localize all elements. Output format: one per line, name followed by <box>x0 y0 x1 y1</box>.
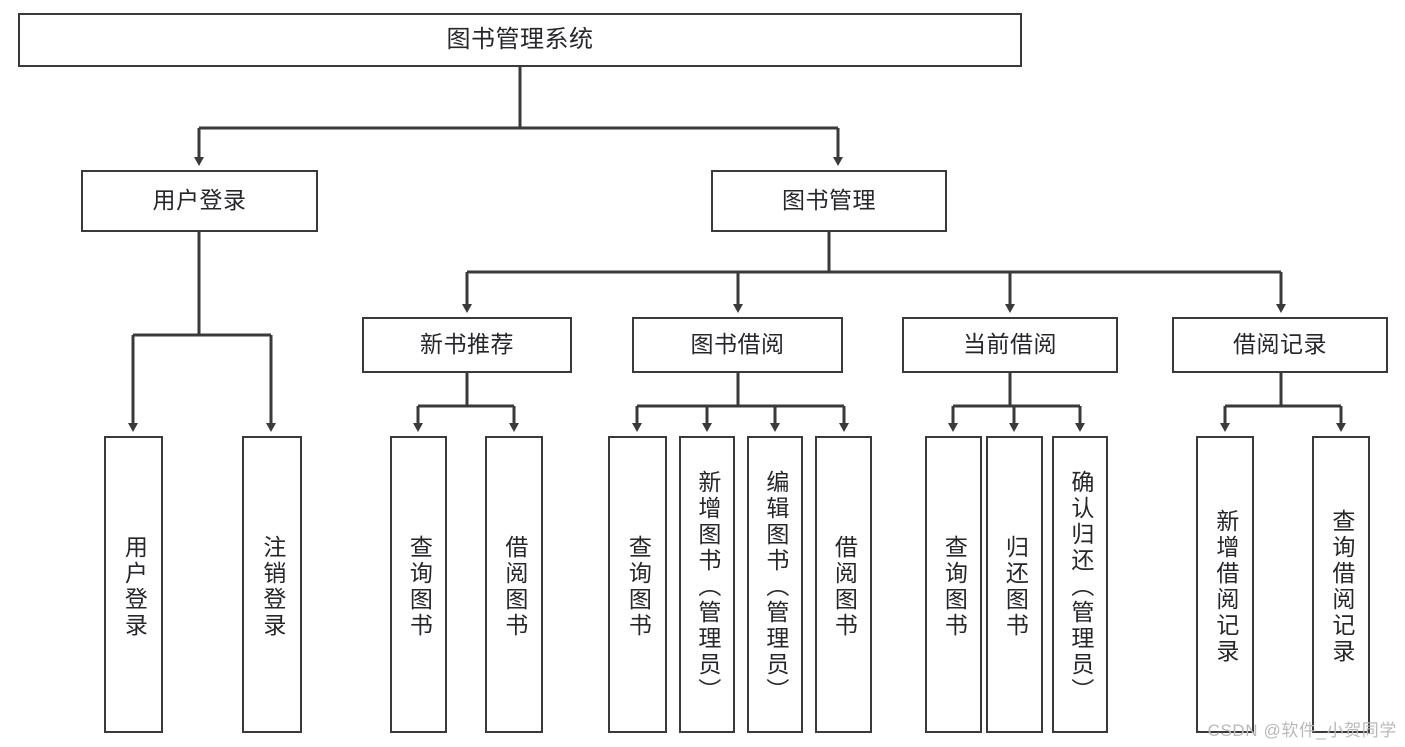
node-book-manage-label: 图书管理 <box>782 187 876 214</box>
node-leaf-query-record-label: 查询借阅记录 <box>1328 508 1355 665</box>
node-borrow-record[interactable]: 借阅记录 <box>1172 317 1388 373</box>
node-user-login-label: 用户登录 <box>152 187 247 214</box>
node-leaf-edit-book[interactable]: 编辑图书（管理员） <box>747 436 803 733</box>
node-leaf-query-book-2-label: 查询图书 <box>625 534 652 639</box>
node-user-login[interactable]: 用户登录 <box>81 170 318 232</box>
node-leaf-query-book-1-label: 查询图书 <box>406 534 433 639</box>
node-leaf-confirm-return[interactable]: 确认归还（管理员） <box>1052 436 1108 733</box>
node-leaf-query-record[interactable]: 查询借阅记录 <box>1312 436 1370 733</box>
node-borrow-record-label: 借阅记录 <box>1233 331 1327 358</box>
node-leaf-query-book-2[interactable]: 查询图书 <box>608 436 667 733</box>
node-leaf-user-logout[interactable]: 注销登录 <box>242 436 302 733</box>
node-leaf-borrow-book-2-label: 借阅图书 <box>831 534 858 639</box>
node-root[interactable]: 图书管理系统 <box>18 13 1022 67</box>
node-leaf-user-login-label: 用户登录 <box>121 534 148 639</box>
node-root-label: 图书管理系统 <box>446 25 594 53</box>
node-leaf-add-book[interactable]: 新增图书（管理员） <box>679 436 735 733</box>
node-book-manage[interactable]: 图书管理 <box>711 170 947 232</box>
node-leaf-confirm-return-label: 确认归还（管理员） <box>1067 469 1094 704</box>
node-leaf-user-logout-label: 注销登录 <box>259 534 286 639</box>
node-leaf-add-book-label: 新增图书（管理员） <box>694 469 721 704</box>
node-current-borrow-label: 当前借阅 <box>963 331 1057 358</box>
node-leaf-borrow-book-1[interactable]: 借阅图书 <box>485 436 543 733</box>
node-book-borrow[interactable]: 图书借阅 <box>632 317 843 373</box>
node-leaf-borrow-book-1-label: 借阅图书 <box>501 534 528 639</box>
node-leaf-add-record[interactable]: 新增借阅记录 <box>1196 436 1254 733</box>
watermark: CSDN @软件_小贺同学 <box>1207 721 1397 740</box>
node-leaf-query-book-1[interactable]: 查询图书 <box>390 436 447 733</box>
node-leaf-user-login[interactable]: 用户登录 <box>104 436 163 733</box>
node-current-borrow[interactable]: 当前借阅 <box>902 317 1118 373</box>
node-leaf-borrow-book-2[interactable]: 借阅图书 <box>815 436 872 733</box>
node-leaf-return-book-label: 归还图书 <box>1002 534 1029 639</box>
node-new-book-recommend-label: 新书推荐 <box>420 331 514 358</box>
node-book-borrow-label: 图书借阅 <box>690 331 785 358</box>
node-leaf-query-book-3[interactable]: 查询图书 <box>925 436 982 733</box>
node-leaf-edit-book-label: 编辑图书（管理员） <box>762 469 789 704</box>
node-leaf-return-book[interactable]: 归还图书 <box>986 436 1043 733</box>
node-leaf-add-record-label: 新增借阅记录 <box>1212 508 1239 665</box>
node-leaf-query-book-3-label: 查询图书 <box>941 534 968 639</box>
node-new-book-recommend[interactable]: 新书推荐 <box>362 317 572 373</box>
